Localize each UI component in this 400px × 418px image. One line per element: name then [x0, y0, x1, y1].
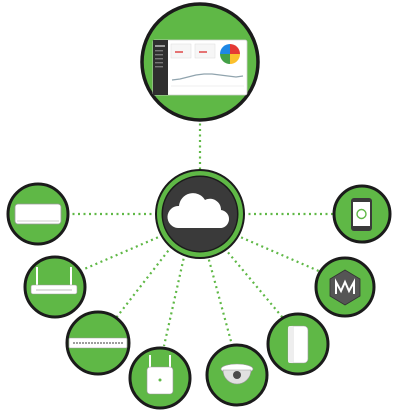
connector-security-camera	[204, 248, 234, 346]
dome-camera-icon	[220, 363, 254, 385]
pie-slice	[230, 54, 240, 64]
gateway-icon	[329, 269, 361, 306]
device-node-security-camera[interactable]	[205, 343, 269, 407]
dashboard-screen-icon	[152, 39, 248, 96]
connector-gateway	[230, 231, 322, 274]
router-icon	[30, 267, 78, 295]
pie-slice	[220, 44, 230, 54]
wall-access-point-icon	[14, 203, 62, 225]
dashboard-pie-chart	[220, 44, 240, 64]
mobile-phone-icon	[351, 198, 372, 231]
cloud-hub-node[interactable]	[155, 169, 245, 259]
cloud-icon	[167, 193, 230, 229]
rack-switch-icon	[68, 337, 128, 349]
pie-slice	[230, 44, 240, 54]
connector-rack-switch	[115, 241, 176, 319]
dashboard-node[interactable]	[140, 2, 260, 122]
device-node-router[interactable]	[23, 255, 87, 319]
pillar-sensor-icon	[287, 325, 309, 364]
dashboard-trend-line	[171, 73, 244, 81]
pie-slice	[220, 54, 230, 64]
device-node-wall-access-point[interactable]	[6, 182, 70, 246]
connector-outdoor-access-point	[162, 247, 188, 347]
connector-router	[81, 231, 169, 272]
connector-lines	[68, 118, 335, 347]
connector-pillar-sensor	[220, 243, 284, 319]
device-node-mobile-phone[interactable]	[332, 184, 392, 244]
device-node-pillar-sensor[interactable]	[266, 312, 330, 376]
device-node-outdoor-access-point[interactable]	[128, 346, 192, 410]
device-node-rack-switch[interactable]	[65, 310, 131, 376]
device-node-gateway-device[interactable]	[314, 256, 376, 318]
outdoor-access-point-icon	[146, 355, 174, 395]
